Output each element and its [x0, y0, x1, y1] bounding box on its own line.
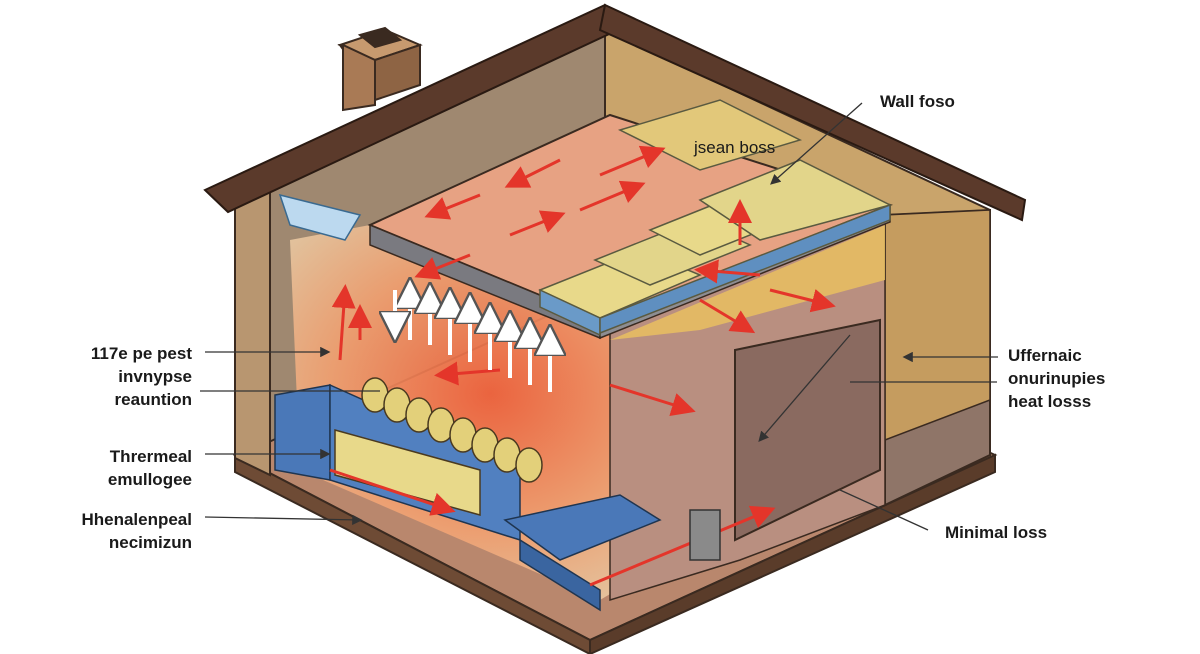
rising-heat-arrows: [395, 285, 550, 392]
label-line: necimizun: [108, 533, 192, 552]
label-line: Thrermeal: [109, 447, 192, 466]
label-line: onurinupies: [1008, 369, 1106, 388]
doorway: [734, 318, 881, 542]
label-thermal: Thrermeal emullogee: [108, 445, 192, 491]
label-line: Uffernaic: [1008, 346, 1082, 365]
heat-flow-arrows: [329, 145, 836, 587]
insulation-batts: [538, 99, 893, 337]
roof-right: [598, 3, 1027, 222]
label-line: reauntion: [114, 390, 192, 409]
label-line: 117e pe pest: [90, 344, 192, 363]
chimney: [337, 26, 423, 112]
label-jsean-boss: jsean boss: [694, 138, 776, 157]
label-line: emullogee: [107, 470, 192, 489]
label-minimal-loss: Minimal loss: [945, 523, 1048, 542]
label-right: Uffernaic onurinupies heat losss: [1008, 344, 1105, 413]
label-left-top: 117e pe pest invnypse reauntion: [91, 342, 192, 411]
label-hhenal: Hhenalenpeal necimizun: [81, 508, 192, 554]
label-wall-foso: Wall foso: [880, 92, 955, 111]
leader-lines: [200, 102, 998, 531]
label-line: heat losss: [1008, 392, 1092, 411]
label-line: invnypse: [118, 367, 192, 386]
label-line: Hhenalenpeal: [81, 510, 192, 529]
